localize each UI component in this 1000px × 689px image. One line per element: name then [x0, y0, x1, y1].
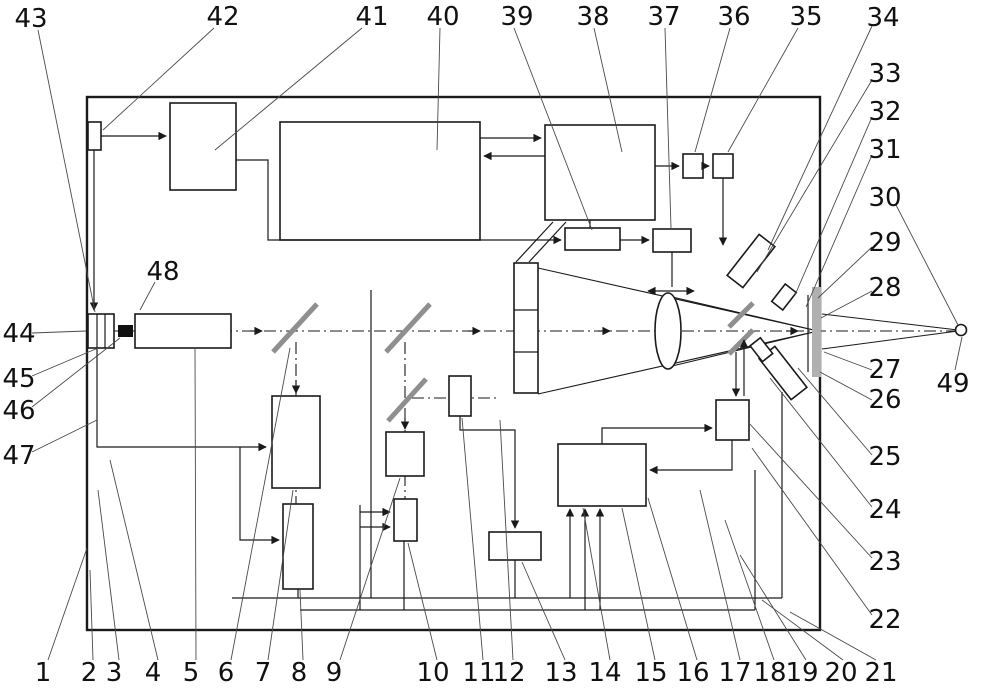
ref-label-26: 26: [868, 385, 901, 415]
ref-label-43: 43: [14, 4, 47, 34]
signal-wires: [89, 131, 783, 611]
ref-label-42: 42: [206, 2, 239, 32]
ref-label-44: 44: [2, 319, 35, 349]
ref-label-24: 24: [868, 495, 901, 525]
ref-label-4: 4: [145, 658, 162, 688]
port-box-topleft: [87, 121, 102, 151]
processor-box-38: [544, 124, 656, 221]
focal-point-circle: [954, 323, 968, 337]
ref-label-25: 25: [868, 442, 901, 472]
ref-label-22: 22: [868, 605, 901, 635]
modulator-box-10: [393, 498, 418, 542]
ref-label-33: 33: [868, 59, 901, 89]
ref-label-12: 12: [492, 658, 525, 688]
attenuator-stack-44: [87, 313, 115, 349]
ref-label-36: 36: [717, 2, 750, 32]
electronics-box-15: [557, 443, 647, 507]
ref-label-16: 16: [676, 658, 709, 688]
module-box-36: [682, 153, 704, 179]
ref-label-20: 20: [824, 658, 857, 688]
ref-label-30: 30: [868, 183, 901, 213]
ref-label-1: 1: [35, 658, 52, 688]
ref-label-5: 5: [183, 658, 200, 688]
ref-label-48: 48: [146, 257, 179, 287]
modulator-box-9: [385, 431, 425, 477]
ref-label-2: 2: [81, 658, 98, 688]
ref-label-8: 8: [291, 658, 308, 688]
ref-label-17: 17: [718, 658, 751, 688]
ref-label-14: 14: [588, 658, 621, 688]
fold-mirror-lower: [727, 328, 755, 356]
ref-label-38: 38: [576, 2, 609, 32]
tilted-window-bottom: [748, 336, 774, 363]
laser-source-48: [134, 313, 232, 349]
ref-label-9: 9: [326, 658, 343, 688]
ref-label-23: 23: [868, 547, 901, 577]
ref-label-47: 47: [2, 441, 35, 471]
ref-label-13: 13: [544, 658, 577, 688]
objective-lens: [654, 292, 682, 370]
fold-mirror-upper: [727, 301, 755, 329]
beamsplitter-2: [384, 302, 432, 354]
controller-box-41: [169, 102, 237, 191]
coupler-block-45: [118, 325, 133, 337]
monitor-box-11: [448, 375, 472, 417]
ref-label-49: 49: [936, 369, 969, 399]
ref-label-10: 10: [416, 658, 449, 688]
ref-label-46: 46: [2, 396, 35, 426]
ref-label-37: 37: [647, 2, 680, 32]
ref-label-21: 21: [864, 658, 897, 688]
driver-box-39: [564, 227, 621, 251]
ref-label-19: 19: [785, 658, 818, 688]
beamsplitter-3: [386, 377, 428, 423]
ref-label-41: 41: [355, 2, 388, 32]
modulator-box-8: [282, 503, 314, 590]
ref-label-31: 31: [868, 135, 901, 165]
axis-arrows: [250, 326, 799, 430]
reference-labels: 43 42 41 40 39 38 37 36 35 34 33 32 31 3…: [2, 2, 969, 688]
leader-lines: [31, 25, 963, 661]
ref-label-39: 39: [500, 2, 533, 32]
modulator-box-7: [271, 395, 321, 489]
driver-box-13: [488, 531, 542, 561]
ref-label-34: 34: [866, 3, 899, 33]
ref-label-40: 40: [426, 2, 459, 32]
ref-label-32: 32: [868, 97, 901, 127]
ref-label-7: 7: [255, 658, 272, 688]
ref-label-35: 35: [789, 2, 822, 32]
ref-label-27: 27: [868, 355, 901, 385]
main-control-unit-40: [279, 121, 481, 241]
tilted-window-top: [770, 282, 798, 312]
ref-label-28: 28: [868, 273, 901, 303]
photodetector-box-22: [715, 399, 750, 441]
beamsplitter-1: [271, 302, 319, 354]
ref-label-45: 45: [2, 364, 35, 394]
ref-label-18: 18: [753, 658, 786, 688]
ref-label-6: 6: [218, 658, 235, 688]
sample-plane-bar: [812, 287, 821, 377]
tilted-detector-top: [725, 233, 777, 289]
lens-group-12: [513, 262, 539, 394]
module-box-35: [712, 153, 734, 179]
ref-label-15: 15: [634, 658, 667, 688]
ref-label-11: 11: [462, 658, 495, 688]
ref-label-3: 3: [106, 658, 123, 688]
driver-box-37: [652, 228, 692, 253]
ref-label-29: 29: [868, 228, 901, 258]
